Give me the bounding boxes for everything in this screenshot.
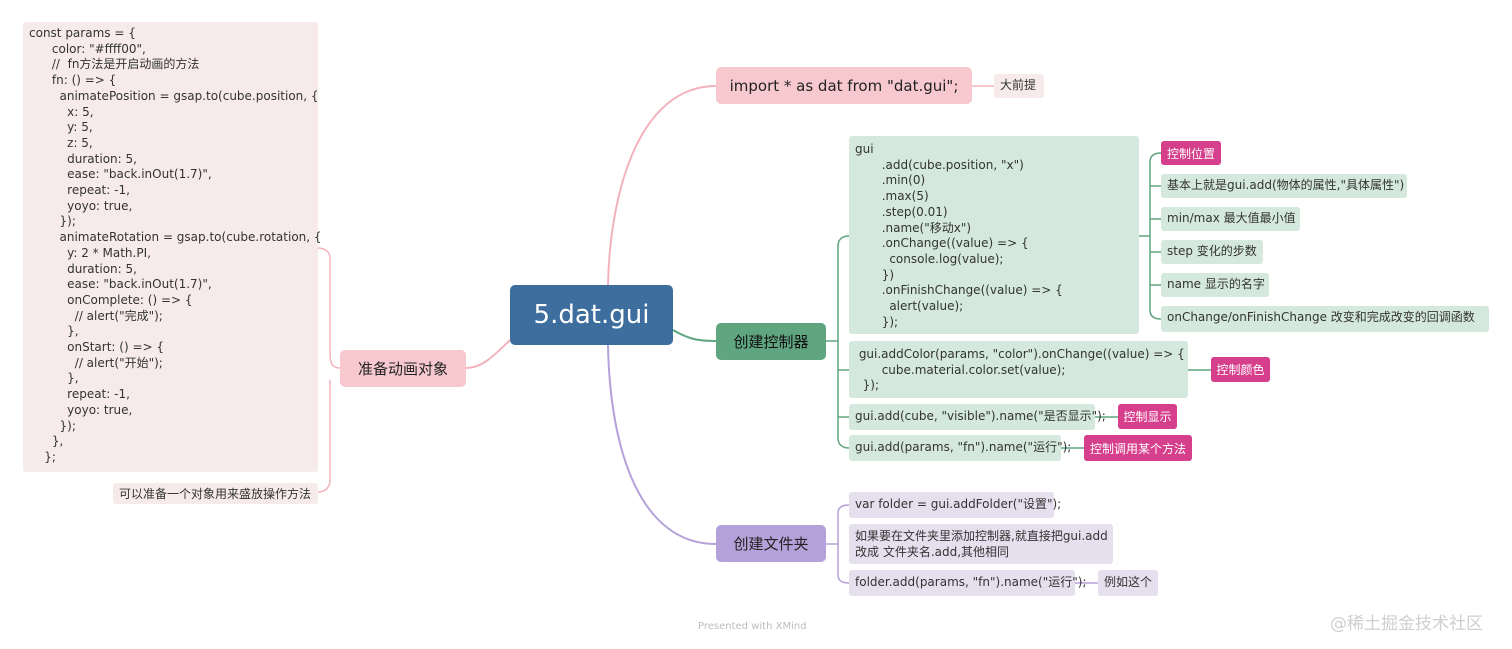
tag-control-color: 控制颜色 bbox=[1211, 357, 1270, 382]
topic-import[interactable]: import * as dat from "dat.gui"; bbox=[716, 67, 972, 104]
topic-prepare-animation[interactable]: 准备动画对象 bbox=[340, 350, 466, 387]
folder-example-note: 例如这个 bbox=[1098, 570, 1158, 596]
note-step: step 变化的步数 bbox=[1161, 240, 1263, 264]
topic-create-folder[interactable]: 创建文件夹 bbox=[716, 525, 826, 562]
params-code-block: const params = { color: "#ffff00", // fn… bbox=[23, 22, 322, 472]
gui-visible-code: gui.add(cube, "visible").name("是否显示"); bbox=[849, 404, 1106, 430]
import-note: 大前提 bbox=[994, 74, 1044, 98]
xmind-watermark: Presented with XMind bbox=[698, 621, 807, 632]
note-name: name 显示的名字 bbox=[1161, 273, 1269, 297]
tag-control-method: 控制调用某个方法 bbox=[1084, 435, 1192, 461]
prepare-object-note: 可以准备一个对象用来盛放操作方法 bbox=[113, 483, 318, 504]
note-onchange: onChange/onFinishChange 改变和完成改变的回调函数 bbox=[1161, 306, 1489, 332]
folder-note: 如果要在文件夹里添加控制器,就直接把gui.add 改成 文件夹名.add,其他… bbox=[849, 524, 1113, 564]
note-gui-add: 基本上就是gui.add(物体的属性,"具体属性") bbox=[1161, 174, 1407, 198]
gui-addcolor-code: gui.addColor(params, "color").onChange((… bbox=[849, 341, 1188, 398]
tag-control-position: 控制位置 bbox=[1161, 141, 1221, 165]
site-credit: @稀土掘金技术社区 bbox=[1330, 614, 1483, 634]
root-topic[interactable]: 5.dat.gui bbox=[510, 285, 673, 345]
note-min-max: min/max 最大值最小值 bbox=[1161, 207, 1300, 231]
gui-fn-code: gui.add(params, "fn").name("运行"); bbox=[849, 435, 1071, 461]
tag-control-visible: 控制显示 bbox=[1118, 404, 1177, 429]
folder-code: var folder = gui.addFolder("设置"); bbox=[849, 492, 1061, 518]
folder-add-code: folder.add(params, "fn").name("运行"); bbox=[849, 570, 1087, 596]
gui-add-code-block: gui .add(cube.position, "x") .min(0) .ma… bbox=[849, 136, 1139, 334]
topic-create-controller[interactable]: 创建控制器 bbox=[716, 323, 826, 360]
